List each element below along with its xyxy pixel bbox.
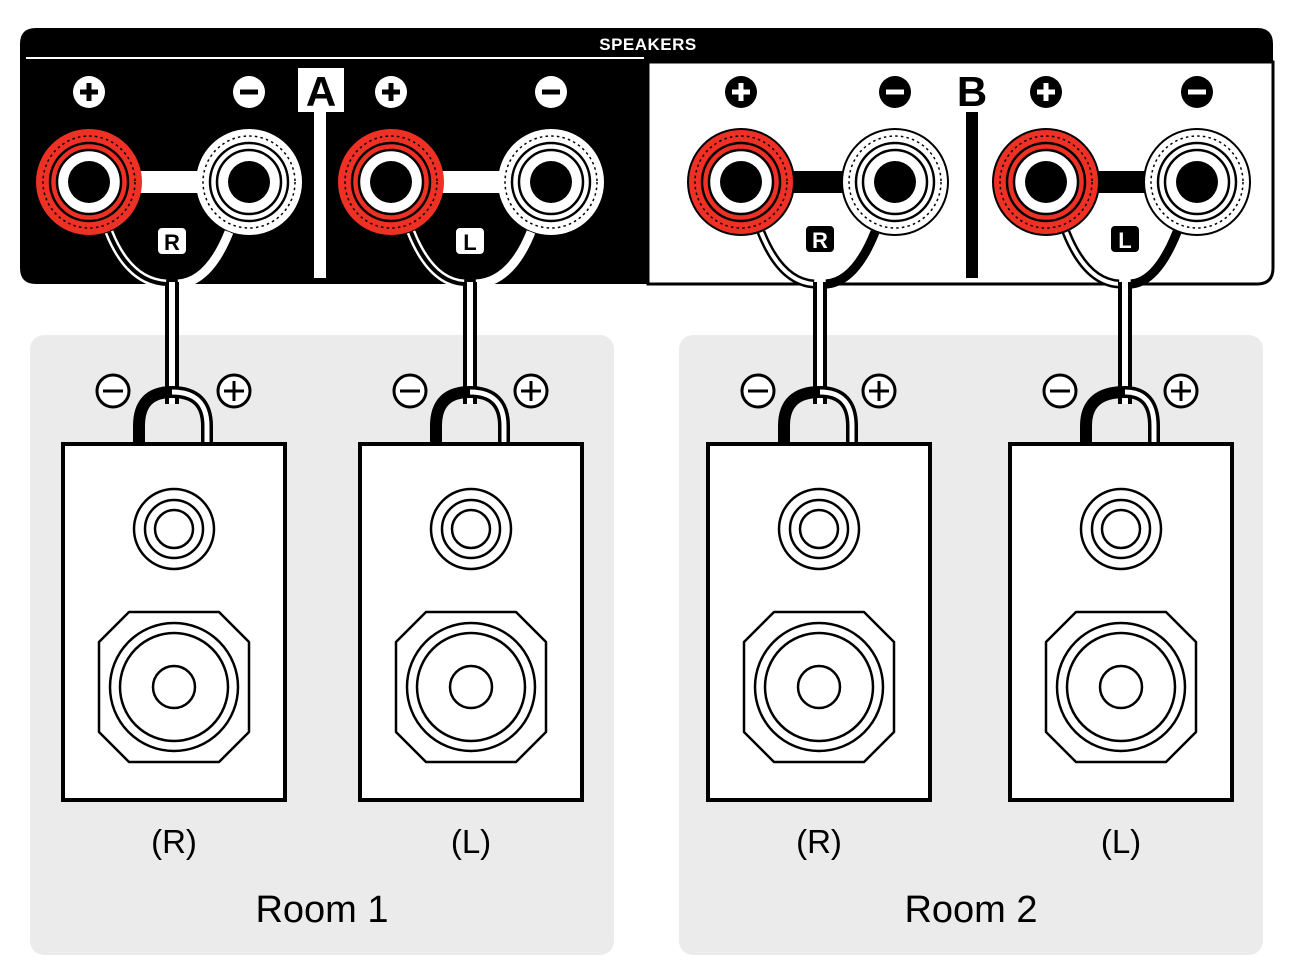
speaker-positive-wire	[171, 389, 210, 444]
negative-wire	[177, 231, 231, 286]
speaker-minus-symbol	[1042, 373, 1078, 409]
channel-label-badge: R	[156, 226, 188, 256]
woofer-dust-cap	[796, 664, 842, 710]
minus-bar	[240, 89, 258, 95]
positive-terminal-post	[338, 129, 444, 235]
speaker-positive-wire	[469, 389, 507, 444]
channel-label: R	[164, 230, 180, 255]
channel-label-badge: R	[804, 224, 836, 254]
speaker-minus-symbol	[740, 373, 776, 409]
panel-title: SPEAKERS	[599, 35, 697, 54]
panel-minus-symbol	[535, 76, 567, 108]
channel-a-r: R	[36, 76, 302, 289]
minus-bar	[542, 89, 560, 95]
speaker-minus-symbol	[95, 373, 131, 409]
panel-plus-symbol	[725, 76, 757, 108]
panel-minus-symbol	[879, 76, 911, 108]
speaker-negative-wire	[1080, 386, 1126, 444]
speaker-positive-wire	[819, 389, 855, 444]
negative-terminal-post	[196, 129, 302, 235]
speaker-2: (L)	[358, 282, 584, 860]
negative-wire	[1130, 230, 1182, 289]
minus-bar	[1188, 89, 1206, 95]
room-2-label: Room 2	[904, 889, 1037, 931]
woofer-dust-cap	[151, 664, 197, 710]
panel-plus-symbol	[1030, 76, 1062, 108]
speaker-1: (R)	[61, 282, 287, 860]
speaker-cable-core	[817, 282, 823, 404]
plus-stem	[738, 83, 744, 101]
section-b-label: B	[957, 68, 987, 115]
positive-wire	[107, 231, 167, 286]
tweeter-dome	[798, 508, 840, 550]
speakers-layer: (R) (L) (R) (L)	[61, 282, 1234, 860]
panel-minus-symbol	[1181, 76, 1213, 108]
channel-label: L	[1118, 228, 1131, 253]
section-a-label: A	[306, 68, 336, 115]
speaker-negative-wire	[778, 386, 821, 444]
woofer-dust-cap	[448, 664, 494, 710]
negative-wire	[825, 230, 880, 289]
speaker-4: (L)	[1008, 282, 1234, 860]
negative-terminal-post	[841, 128, 949, 236]
speaker-label: (L)	[451, 823, 491, 860]
speaker-panel: SPEAKERS A B R L R L	[20, 28, 1275, 289]
speaker-negative-wire	[430, 386, 471, 444]
speaker-label: (R)	[151, 823, 197, 860]
woofer-dust-cap	[1098, 664, 1144, 710]
channel-b-r: R	[687, 76, 949, 289]
speaker-plus-symbol	[861, 373, 897, 409]
channel-label-badge: L	[454, 226, 486, 256]
positive-wire	[1064, 231, 1120, 286]
speaker-cable-core	[1122, 282, 1128, 404]
tweeter-dome	[450, 508, 492, 550]
channel-b-l: L	[992, 76, 1251, 289]
positive-terminal-post	[992, 128, 1100, 236]
section-a-divider	[314, 112, 326, 278]
negative-terminal-post	[498, 129, 604, 235]
speaker-label: (L)	[1101, 823, 1141, 860]
channel-a-l: L	[338, 76, 604, 289]
positive-wire	[409, 231, 465, 286]
plus-stem	[388, 83, 394, 101]
tweeter-dome	[1100, 508, 1142, 550]
section-a-label-box	[298, 68, 344, 112]
room-labels: Room 1 Room 2	[255, 889, 1037, 931]
panel-minus-symbol	[233, 76, 265, 108]
speaker-plus-symbol	[216, 373, 252, 409]
panel-plus-symbol	[73, 76, 105, 108]
channel-label: R	[812, 228, 828, 253]
channel-label: L	[463, 230, 476, 255]
tweeter-dome	[153, 508, 195, 550]
speaker-cable-core	[169, 282, 175, 404]
speaker-3: (R)	[706, 282, 932, 860]
panel-plus-symbol	[375, 76, 407, 108]
speaker-minus-symbol	[392, 373, 428, 409]
speaker-cable-core	[467, 282, 473, 404]
positive-wire	[759, 231, 815, 286]
positive-terminal-post	[687, 128, 795, 236]
speaker-positive-wire	[1124, 389, 1157, 444]
positive-terminal-post	[36, 129, 142, 235]
speaker-plus-symbol	[1163, 373, 1199, 409]
speaker-plus-symbol	[513, 373, 549, 409]
plus-stem	[86, 83, 92, 101]
speaker-label: (R)	[796, 823, 842, 860]
negative-wire	[475, 231, 533, 286]
room-1-label: Room 1	[255, 889, 388, 931]
plus-stem	[1043, 83, 1049, 101]
section-b-divider	[966, 112, 978, 278]
speaker-negative-wire	[133, 386, 173, 444]
channel-label-badge: L	[1109, 224, 1141, 254]
negative-terminal-post	[1143, 128, 1251, 236]
minus-bar	[886, 89, 904, 95]
